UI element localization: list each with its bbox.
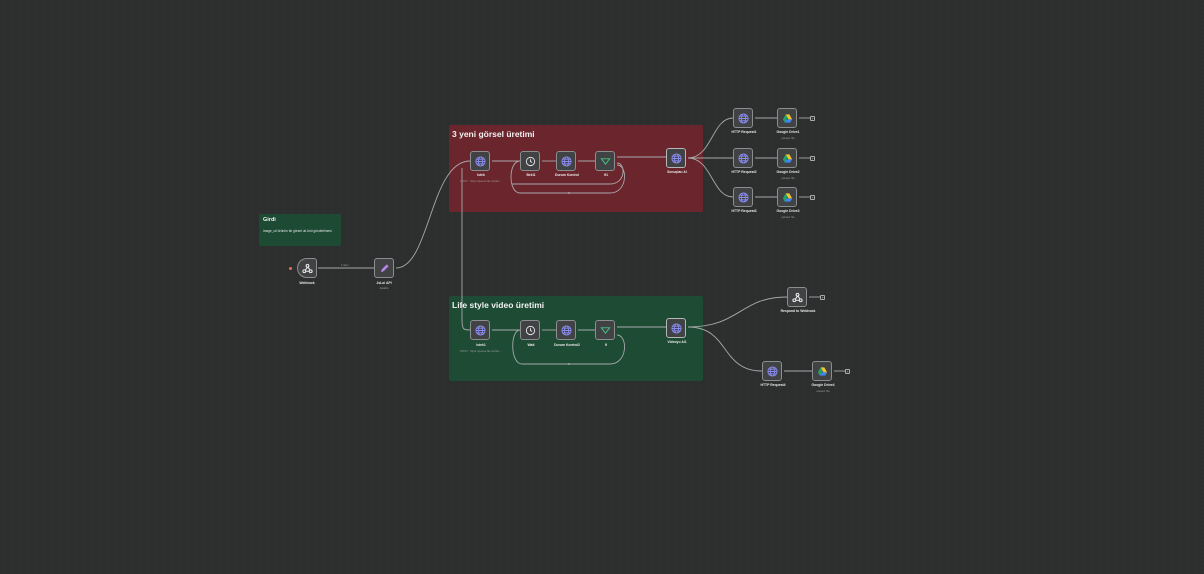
node-label: Webhook xyxy=(299,281,315,285)
clock-icon xyxy=(525,325,536,336)
node-google-drive3[interactable] xyxy=(777,187,797,207)
google-drive-icon xyxy=(782,153,793,164)
clock-icon xyxy=(525,156,536,167)
sticky-note-girdi[interactable]: Girdi image_url:ürünün bir görsel url-ün… xyxy=(259,214,341,246)
webhook-icon xyxy=(791,292,803,303)
node-videoyu-al[interactable] xyxy=(666,318,686,338)
node-if-red[interactable] xyxy=(595,151,615,171)
node-google-drive1[interactable] xyxy=(777,108,797,128)
node-label: Google Drive4 xyxy=(811,383,835,387)
group-title: Life style video üretimi xyxy=(452,300,545,310)
globe-icon xyxy=(766,365,778,377)
node-webhook[interactable] xyxy=(297,258,317,278)
node-subtitle: upload: file xyxy=(781,176,795,180)
add-node-button[interactable]: + xyxy=(810,116,815,121)
node-wait[interactable] xyxy=(520,320,540,340)
node-if-green[interactable] xyxy=(595,320,615,340)
node-label: Respond to Webhook xyxy=(780,309,816,313)
node-http-request1[interactable] xyxy=(733,108,753,128)
node-label: Google Drive1 xyxy=(776,130,800,134)
globe-icon xyxy=(737,112,749,124)
node-subtitle: datalist xyxy=(379,286,389,290)
node-subtitle: POST : https://queue.fal.run/fal-... xyxy=(460,179,502,183)
node-label: Durum Kontrol xyxy=(555,173,579,177)
globe-icon xyxy=(737,191,749,203)
node-label: HTTP Request1 xyxy=(731,130,757,134)
node-subtitle: POST : https://queue.fal.run/fal-... xyxy=(460,349,502,353)
add-node-button[interactable]: + xyxy=(810,156,815,161)
add-node-button[interactable]: + xyxy=(820,295,825,300)
trigger-indicator xyxy=(289,267,292,270)
node-subtitle: upload: file xyxy=(781,215,795,219)
globe-icon xyxy=(670,152,682,164)
node-google-drive4[interactable] xyxy=(812,361,832,381)
note-title: Girdi xyxy=(263,217,276,223)
globe-icon xyxy=(670,322,682,334)
node-label: Istek1 xyxy=(476,343,486,347)
node-label: Durum Kontrol2 xyxy=(554,343,580,347)
google-drive-icon xyxy=(817,366,828,377)
node-http-request2[interactable] xyxy=(733,148,753,168)
globe-icon xyxy=(737,152,749,164)
node-label: Google Drive2 xyxy=(776,170,800,174)
node-label: Videoyu Al1 xyxy=(667,340,687,344)
node-label: Wait xyxy=(527,343,535,347)
globe-icon xyxy=(474,324,486,336)
pencil-icon xyxy=(379,263,390,274)
add-node-button[interactable]: + xyxy=(810,195,815,200)
globe-icon xyxy=(560,155,572,167)
node-label: HTTP Request4 xyxy=(760,383,786,387)
group-title: 3 yeni görsel üretimi xyxy=(452,129,535,139)
google-drive-icon xyxy=(782,113,793,124)
add-node-button[interactable]: + xyxy=(845,369,850,374)
node-label: HTTP Request2 xyxy=(731,170,757,174)
node-http-request3[interactable] xyxy=(733,187,753,207)
node-label: If1 xyxy=(604,173,608,177)
node-label: Sonuçları Al xyxy=(667,170,687,174)
node-label: Google Drive3 xyxy=(776,209,800,213)
node-durum-kontrol2[interactable] xyxy=(556,320,576,340)
node-durum-kontrol[interactable] xyxy=(556,151,576,171)
node-bekl[interactable] xyxy=(520,151,540,171)
node-google-drive2[interactable] xyxy=(777,148,797,168)
node-label: Istek xyxy=(477,173,485,177)
webhook-icon xyxy=(301,263,313,274)
google-drive-icon xyxy=(782,192,793,203)
if-icon xyxy=(599,325,611,336)
globe-icon xyxy=(474,155,486,167)
node-json-api[interactable] xyxy=(374,258,394,278)
node-label: Bekl1 xyxy=(526,173,536,177)
node-istek[interactable] xyxy=(470,151,490,171)
node-istek1[interactable] xyxy=(470,320,490,340)
node-respond-to-webhook[interactable] xyxy=(787,287,807,307)
node-subtitle: upload: file xyxy=(781,136,795,140)
node-label: If xyxy=(604,343,608,347)
node-label: JsLoi API xyxy=(376,281,392,285)
connection-item-count: 1 item xyxy=(341,263,349,267)
node-sonuclari-al[interactable] xyxy=(666,148,686,168)
globe-icon xyxy=(560,324,572,336)
node-label: HTTP Request3 xyxy=(731,209,757,213)
node-subtitle: upload: file xyxy=(816,389,830,393)
if-icon xyxy=(599,156,611,167)
note-body: image_url:ürünün bir görsel url-ünü gönd… xyxy=(263,229,332,233)
node-http-request4[interactable] xyxy=(762,361,782,381)
